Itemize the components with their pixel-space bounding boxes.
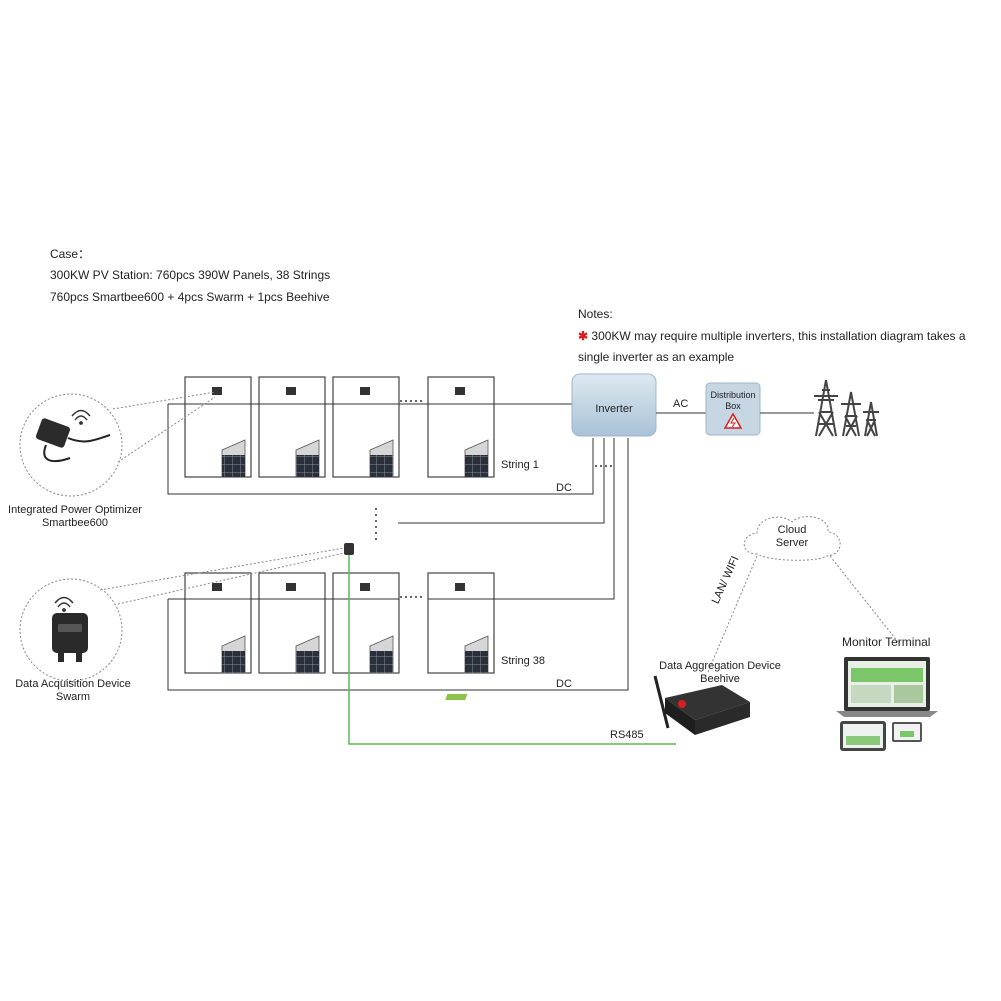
cloud-icon — [743, 516, 841, 561]
solar-panel — [427, 376, 495, 478]
wifi-icon — [54, 596, 74, 612]
inverter-box — [571, 373, 657, 437]
ac-label: AC — [673, 398, 689, 410]
rs485-label: RS485 — [610, 729, 644, 741]
swarm-label-line-1: Data Acquisition Device — [15, 678, 131, 690]
case-line-2: 760pcs Smartbee600 + 4pcs Swarm + 1pcs B… — [50, 290, 330, 304]
beehive-label-line-2: Beehive — [700, 673, 740, 685]
optimizer-label-line-2: Smartbee600 — [41, 517, 109, 529]
notes-heading: Notes: — [578, 307, 613, 321]
dc-label-bottom: DC — [556, 678, 572, 690]
optimizer-callout-circle — [19, 393, 123, 497]
tablet-icon — [840, 721, 886, 751]
rs485-line — [348, 555, 676, 745]
swarm-label: Data Acquisition Device Swarm — [0, 678, 146, 704]
distribution-box-label-line-1: Distribution — [710, 390, 756, 400]
solar-panel — [258, 376, 326, 478]
beehive-label-line-1: Data Aggregation Device — [659, 660, 781, 672]
solar-panel — [184, 376, 252, 478]
string-38-label: String 38 — [501, 655, 546, 667]
optimizer-label: Integrated Power Optimizer Smartbee600 — [0, 504, 150, 530]
solar-panel — [427, 572, 495, 674]
string-38-panels — [167, 438, 629, 691]
string-1-label: String 1 — [501, 459, 539, 471]
swarm-label-line-2: Swarm — [55, 691, 91, 703]
beehive-device-icon — [445, 675, 750, 735]
notes-line-1: ✱ 300KW may require multiple inverters, … — [578, 328, 966, 344]
cloud-label: Cloud Server — [757, 524, 827, 550]
dc-label-top: DC — [556, 482, 572, 494]
laptop-icon — [836, 657, 938, 717]
solar-panel — [258, 572, 326, 674]
cloud-label-line-1: Cloud — [777, 524, 807, 536]
distribution-box — [705, 382, 761, 436]
middle-strings-line — [398, 438, 605, 524]
solar-panel — [184, 572, 252, 674]
notes-line-1-text: 300KW may require multiple inverters, th… — [591, 329, 966, 343]
hazard-icon — [723, 412, 743, 429]
distribution-box-label-line-2: Box — [725, 401, 741, 411]
monitor-terminal-label: Monitor Terminal — [842, 635, 931, 649]
swarm-small-icon — [344, 543, 354, 555]
swarm-device-icon — [52, 613, 88, 662]
notes-line-2: single inverter as an example — [578, 350, 735, 364]
wifi-icon — [71, 409, 91, 425]
transmission-towers-icon — [814, 379, 879, 437]
solar-panel — [332, 572, 400, 674]
phone-icon — [892, 722, 922, 742]
asterisk-icon: ✱ — [578, 329, 589, 343]
solar-panel — [332, 376, 400, 478]
case-heading: Case： — [50, 247, 91, 261]
cloud-label-line-2: Server — [775, 537, 809, 549]
case-line-1: 300KW PV Station: 760pcs 390W Panels, 38… — [50, 268, 331, 282]
inverter-label: Inverter — [595, 403, 633, 415]
distribution-box-label: Distribution Box — [706, 390, 760, 412]
beehive-label: Data Aggregation Device Beehive — [650, 660, 790, 686]
string-1-panels — [167, 376, 594, 495]
optimizer-device-icon — [35, 418, 111, 463]
optimizer-label-line-1: Integrated Power Optimizer — [8, 504, 142, 516]
